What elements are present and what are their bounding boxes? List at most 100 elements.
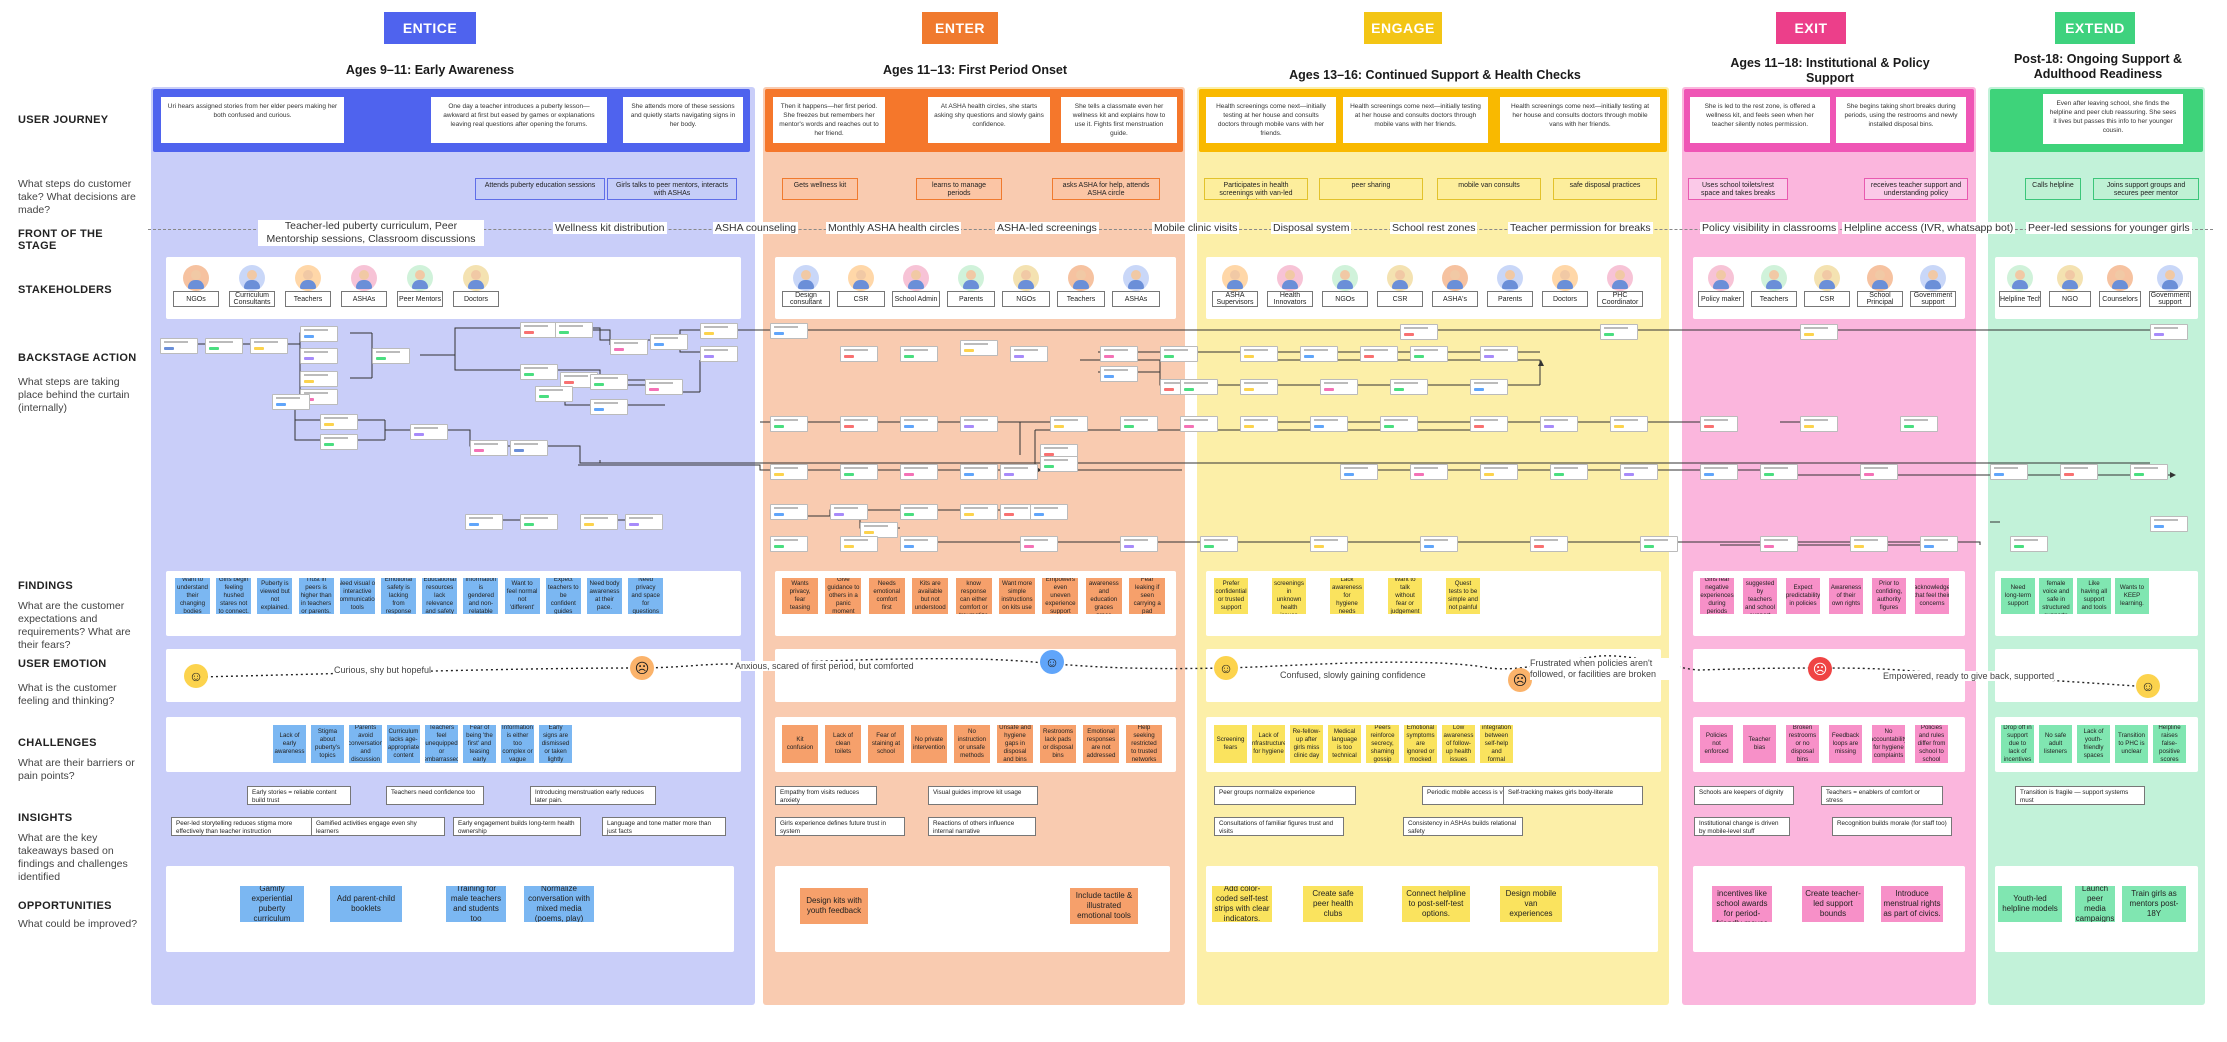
card-line xyxy=(539,389,563,391)
backstage-card xyxy=(1310,536,1348,552)
card-line xyxy=(559,325,583,327)
card-tag xyxy=(1484,355,1494,358)
front-item: Disposal system xyxy=(1271,222,1352,234)
card-tag xyxy=(844,355,854,358)
challenge-note: Information is either too complex or vag… xyxy=(501,725,534,763)
row-subtitle: What is the customer feeling and thinkin… xyxy=(18,682,117,707)
card-tag xyxy=(1004,513,1014,516)
emotion-text: Anxious, scared of first period, but com… xyxy=(735,661,914,671)
finding-note: Need visual or interactive communication… xyxy=(339,578,375,614)
card-tag xyxy=(1624,473,1634,476)
backstage-card xyxy=(300,326,338,342)
insight-card: Reactions of others influence internal n… xyxy=(928,817,1036,836)
journey-card: Even after leaving school, she finds the… xyxy=(2043,94,2183,144)
card-line xyxy=(304,392,328,394)
journey-card: She is led to the rest zone, is offered … xyxy=(1690,97,1830,143)
card-line xyxy=(1804,419,1828,421)
backstage-card xyxy=(1550,464,1588,480)
card-line xyxy=(1344,467,1368,469)
finding-note: Rules suggested by teachers and school s… xyxy=(1743,578,1777,614)
row-subtitle: What are the key takeaways based on find… xyxy=(18,832,128,883)
step-card: receives teacher support and understandi… xyxy=(1864,178,1968,200)
insight-card: Empathy from visits reduces anxiety xyxy=(775,786,877,805)
backstage-card xyxy=(1530,536,1568,552)
stakeholder-label: School Admin xyxy=(892,291,940,307)
card-tag xyxy=(2064,473,2074,476)
backstage-card xyxy=(1160,346,1198,362)
opportunity-note: Design kits with youth feedback xyxy=(800,888,868,924)
card-line xyxy=(1014,349,1038,351)
card-tag xyxy=(1314,545,1324,548)
backstage-card xyxy=(560,372,598,388)
finding-note: Want to know response can either comfort… xyxy=(955,578,992,614)
finding-note: Expect teachers to be confident guides xyxy=(545,578,581,614)
card-tag xyxy=(774,545,784,548)
row-title: FRONT OF THE STAGE xyxy=(18,228,103,252)
challenge-note: Fear of being 'the first' and teasing ea… xyxy=(463,725,496,763)
card-line xyxy=(1324,382,1348,384)
card-tag xyxy=(2014,545,2024,548)
row-title: STAKEHOLDERS xyxy=(18,284,112,296)
backstage-card xyxy=(1020,536,1058,552)
backstage-card xyxy=(1000,464,1038,480)
opportunity-note: Design mobile van experiences xyxy=(1500,886,1562,922)
card-line xyxy=(1314,419,1338,421)
challenge-note: No integration between self-help and for… xyxy=(1480,725,1513,763)
step-card: Attends puberty education sessions xyxy=(475,178,605,200)
card-line xyxy=(584,517,608,519)
challenge-note: No instruction or unsafe methods xyxy=(954,725,990,763)
card-line xyxy=(844,467,868,469)
card-tag xyxy=(1414,355,1424,358)
finding-note: Lack awareness for hygiene needs xyxy=(1330,578,1364,614)
opportunity-note: Add parent-child booklets xyxy=(330,886,402,922)
finding-note: Want to understand their changing bodies xyxy=(175,578,210,614)
card-line xyxy=(1304,349,1328,351)
row-subtitle: What are the customer expectations and r… xyxy=(18,600,131,651)
row-subtitle: What could be improved? xyxy=(18,918,138,930)
row-subtitle: What are their barriers or pain points? xyxy=(18,757,135,782)
card-line xyxy=(1474,382,1498,384)
finding-note: Needs emotional comfort first xyxy=(868,578,905,614)
card-tag xyxy=(1484,473,1494,476)
finding-note: Prior to confiding, authority figures xyxy=(1872,578,1906,614)
card-tag xyxy=(964,425,974,428)
challenge-note: Unsafe and hygiene gaps in disposal and … xyxy=(997,725,1033,763)
stakeholder-avatar xyxy=(793,265,819,291)
backstage-card xyxy=(1800,324,1838,340)
card-line xyxy=(594,402,618,404)
backstage-card xyxy=(1700,416,1738,432)
insight-card: Teachers need confidence too xyxy=(386,786,484,805)
step-card: Girls talks to peer mentors, interacts w… xyxy=(607,178,737,200)
card-line xyxy=(524,517,548,519)
finding-note: Puberty is viewed but not explained. xyxy=(257,578,293,614)
card-tag xyxy=(1324,388,1334,391)
finding-note: Give guidance to others in a panic momen… xyxy=(825,578,862,614)
stakeholder-label: Doctors xyxy=(453,291,499,307)
front-item: Monthly ASHA health circles xyxy=(826,222,962,234)
row-label-challenges: CHALLENGES What are their barriers or pa… xyxy=(18,737,143,783)
backstage-card xyxy=(900,536,938,552)
stakeholder-avatar xyxy=(1332,265,1358,291)
backstage-card xyxy=(770,323,808,339)
card-tag xyxy=(1704,473,1714,476)
journey-card: Health screenings come next—initially te… xyxy=(1343,97,1488,143)
stakeholder-label: NGO xyxy=(2049,291,2091,307)
stakeholder-avatar xyxy=(1222,265,1248,291)
journey-card: Health screenings come next—initially te… xyxy=(1206,97,1336,143)
angry-face-icon: ☹ xyxy=(1808,657,1832,681)
finding-note: Need body awareness at their pace. xyxy=(587,578,622,614)
backstage-card xyxy=(2130,464,2168,480)
card-tag xyxy=(964,473,974,476)
finding-note: Kits are available but not understood xyxy=(912,578,949,614)
backstage-card xyxy=(1010,346,1048,362)
backstage-card xyxy=(465,514,503,530)
journey-card: She attends more of these sessions and q… xyxy=(623,97,743,143)
stakeholder-avatar xyxy=(1013,265,1039,291)
card-tag xyxy=(834,513,844,516)
backstage-card xyxy=(770,504,808,520)
backstage-card xyxy=(625,514,663,530)
card-line xyxy=(864,525,888,527)
card-line xyxy=(1394,382,1418,384)
card-tag xyxy=(904,425,914,428)
